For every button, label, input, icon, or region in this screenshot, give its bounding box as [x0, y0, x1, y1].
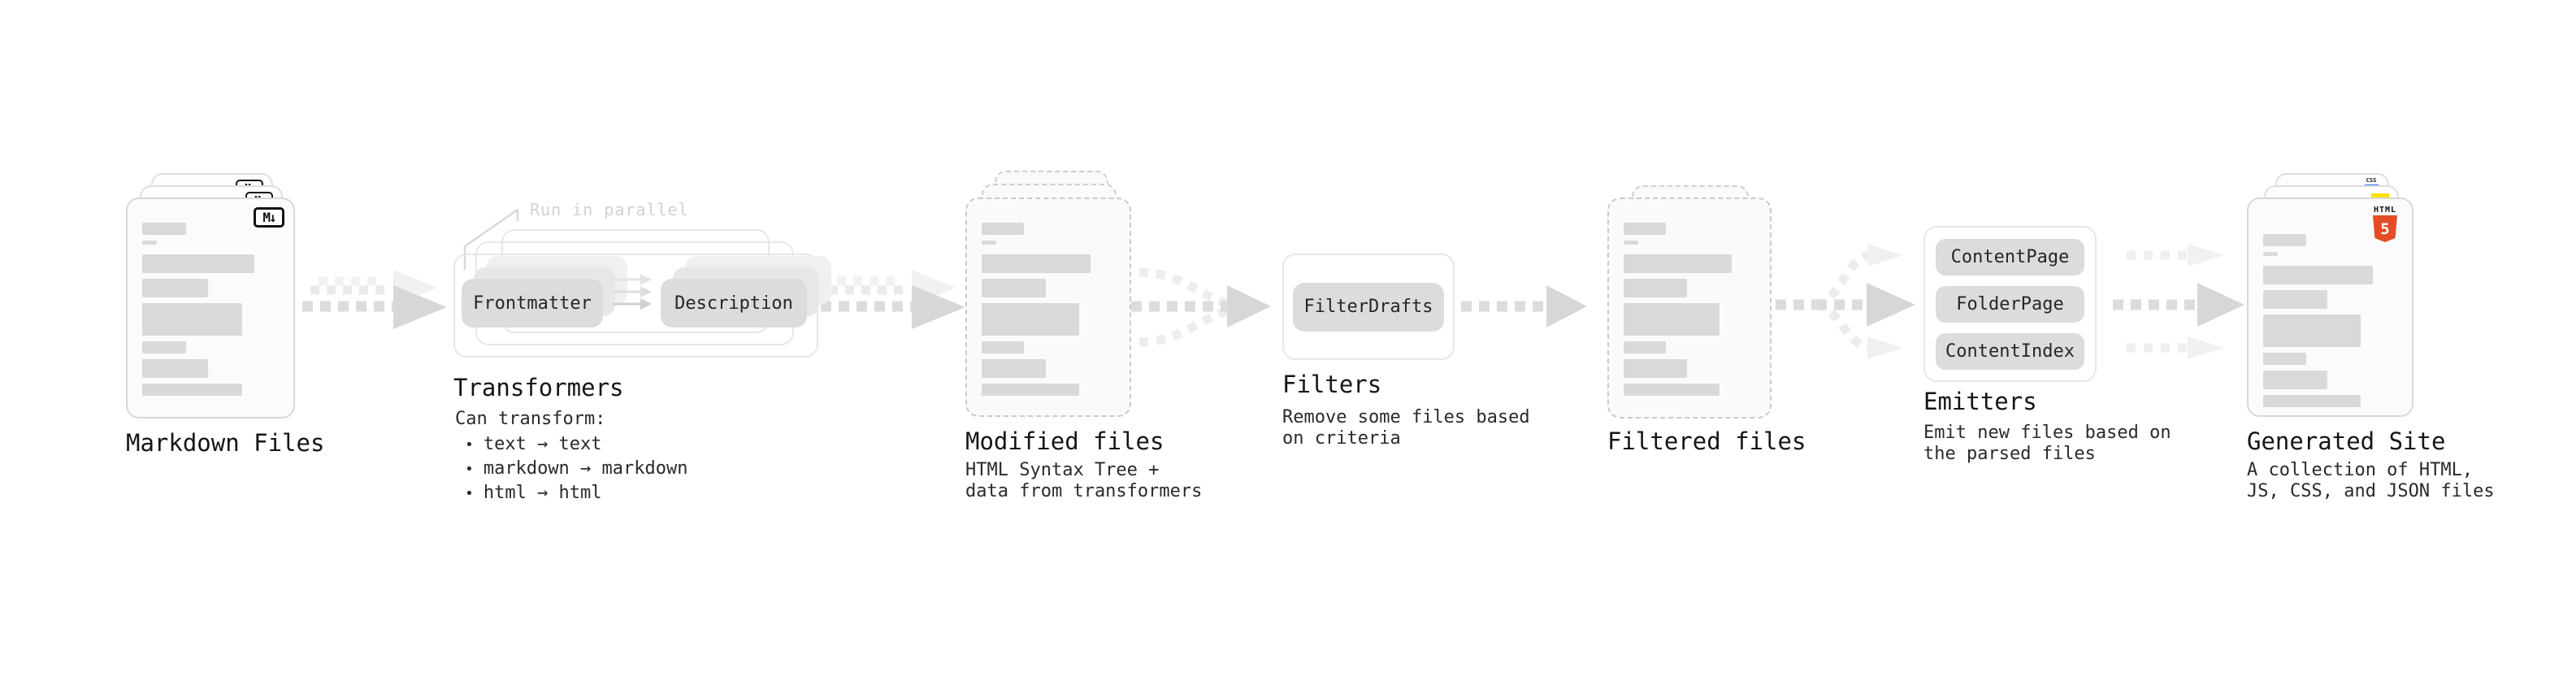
- arrow-modified-to-filters: [1131, 267, 1271, 347]
- folderpage-pill: FolderPage: [1936, 286, 2084, 323]
- parallel-run-arrows: [613, 274, 652, 310]
- bullet-item: • text → text: [465, 434, 688, 454]
- contentpage-pill: ContentPage: [1936, 239, 2084, 275]
- contentindex-pill: ContentIndex: [1936, 333, 2084, 370]
- arrow-filters-to-filtered: [1461, 285, 1587, 327]
- arrow-transformers-to-modified: [821, 270, 965, 329]
- filtered-files-label: Filtered files: [1607, 427, 1806, 455]
- file-content-placeholder: [2263, 234, 2397, 407]
- markdown-icon: M↓: [254, 207, 284, 228]
- transformers-label: Transformers: [453, 374, 624, 401]
- modified-files-caption: HTML Syntax Tree + data from transformer…: [965, 460, 1203, 501]
- html5-icon-label: HTML: [2373, 206, 2397, 215]
- emitters-caption: Emit new files based on the parsed files: [1923, 423, 2171, 464]
- generated-site-card: HTML 5: [2247, 197, 2413, 417]
- bullet-icon: •: [465, 461, 474, 478]
- html5-icon-shield: 5: [2373, 215, 2397, 242]
- bullet-icon: •: [465, 485, 474, 502]
- css-icon-label: CSS: [2366, 177, 2377, 184]
- emitters-label: Emitters: [1923, 388, 2037, 415]
- file-content-placeholder: [142, 223, 279, 396]
- frontmatter-pill: Frontmatter: [462, 279, 603, 327]
- filtered-file-card: [1607, 197, 1772, 419]
- description-pill: Description: [661, 279, 807, 327]
- transformers-bullet-list: • text → text • markdown → markdown • ht…: [465, 434, 688, 503]
- bullet-text: text → text: [483, 434, 602, 454]
- emitters-box: ContentPage FolderPage ContentIndex: [1923, 226, 2097, 382]
- filters-box: FilterDrafts: [1282, 254, 1455, 360]
- filterdrafts-pill: FilterDrafts: [1293, 282, 1444, 332]
- modified-files-label: Modified files: [965, 427, 1164, 455]
- run-in-parallel-annotation: Run in parallel: [530, 200, 689, 219]
- filters-label: Filters: [1282, 371, 1382, 398]
- generated-site-caption: A collection of HTML, JS, CSS, and JSON …: [2247, 460, 2495, 501]
- bullet-text: html → html: [483, 483, 602, 503]
- arrow-filtered-to-emitters: [1776, 244, 1915, 359]
- bullet-icon: •: [465, 436, 474, 453]
- bullet-item: • markdown → markdown: [465, 458, 688, 479]
- arrow-markdown-to-transformers: [302, 270, 447, 329]
- modified-file-card: [965, 197, 1131, 417]
- html5-icon: HTML 5: [2366, 206, 2404, 242]
- generated-site-label: Generated Site: [2247, 427, 2446, 455]
- markdown-file-card: M↓: [126, 197, 295, 419]
- file-content-placeholder: [982, 223, 1115, 396]
- filters-caption: Remove some files based on criteria: [1282, 407, 1530, 449]
- arrow-emitters-to-generated: [2113, 244, 2244, 359]
- js-icon: [2371, 193, 2389, 201]
- bullet-item: • html → html: [465, 483, 688, 503]
- transformers-caption-title: Can transform:: [455, 409, 606, 429]
- bullet-text: markdown → markdown: [483, 458, 688, 479]
- markdown-files-label: Markdown Files: [126, 429, 325, 457]
- file-content-placeholder: [1624, 223, 1755, 396]
